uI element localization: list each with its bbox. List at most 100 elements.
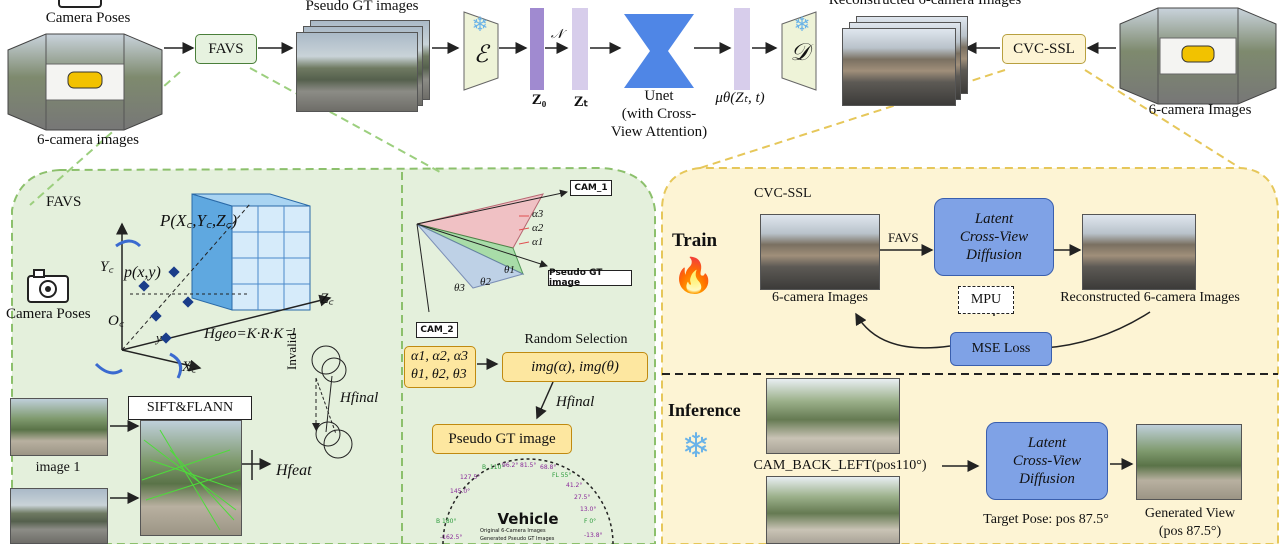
ring-label-6: 96.2° <box>502 462 519 469</box>
noise-label: 𝒩 <box>550 26 564 41</box>
point-P-label: P(X꜀,Y꜀,Z꜀) <box>160 211 238 230</box>
inference-label: Inference <box>668 400 741 420</box>
unet-line-3: View Attention) <box>610 124 708 140</box>
latent-zt-bar <box>572 8 588 90</box>
inference-input-photo <box>766 378 900 454</box>
ring-label-11: 27.5° <box>574 494 591 501</box>
y-label: y <box>156 330 162 345</box>
h-feat-label: Hfeat <box>276 462 312 479</box>
matches-photo <box>140 420 242 536</box>
image-1-photo <box>10 398 108 456</box>
train-reconstructed-label: Reconstructed 6-camera Images <box>1060 290 1240 305</box>
car-icon <box>67 71 103 89</box>
cam1-box: CAM_1 <box>570 180 612 196</box>
latent-inf-line-2: Cross-View <box>1012 453 1082 469</box>
six-camera-images-right-label: 6-camera Images <box>1148 102 1252 118</box>
zc-label: Z꜀ <box>320 291 334 307</box>
target-pose-label: Target Pose: pos 87.5° <box>983 512 1109 527</box>
latent-train-line-1: Latent <box>974 211 1014 227</box>
unet-block <box>624 14 694 88</box>
six-camera-images-left-label: 6-camera images <box>36 132 140 148</box>
theta3-label: θ3 <box>454 282 465 294</box>
favs-panel-title: FAVS <box>46 194 82 210</box>
encoder-block <box>463 11 499 91</box>
decoder-symbol: 𝒟 <box>790 40 810 66</box>
camera-icon-top <box>58 0 102 8</box>
oc-label: O꜀ <box>108 313 125 329</box>
z0-label: Z₀ <box>531 92 547 108</box>
train-recon-photo <box>1082 214 1196 290</box>
ring-label-12: 13.0° <box>580 506 597 513</box>
theta1-label: θ1 <box>504 264 515 276</box>
pseudo-gt-small-box: Pseudo GT image <box>548 268 632 288</box>
reconstructed-top-label: Reconstructed 6-camera Images <box>828 0 1022 8</box>
selection-fans <box>416 189 614 544</box>
cam2-box: CAM_2 <box>416 322 458 338</box>
ring-label-1: B, 110° <box>482 464 505 471</box>
legend-original: Original 6-Camera Images <box>480 528 546 534</box>
pseudo-gt-images-label: Pseudo GT images <box>305 0 419 14</box>
cam-back-left-label: CAM_BACK_LEFT(pos110°) <box>753 458 927 473</box>
favs-zoom-line-right <box>249 67 441 173</box>
camera-icon <box>27 269 69 303</box>
car-icon-right <box>1181 45 1215 63</box>
ring-label-9: FL 55° <box>552 472 572 479</box>
mse-loss-box: MSE Loss <box>950 332 1052 366</box>
params-box: α1, α2, α3 θ1, θ2, θ3 <box>404 346 476 388</box>
ring-label-8: 68.8° <box>540 464 557 471</box>
yc-label: Y꜀ <box>100 259 114 275</box>
ring-label-5: -162.5° <box>440 534 463 541</box>
latent-inf-line-3: Diffusion <box>1019 471 1075 487</box>
latent-diffusion-train: Latent Cross-View Diffusion <box>934 198 1054 276</box>
invalid-label: Invalid <box>284 333 299 370</box>
ring-label-2: 127.5° <box>460 474 481 481</box>
decoder-block <box>781 11 817 91</box>
feature-matches-lines <box>141 429 241 531</box>
params-line-2: θ1, θ2, θ3 <box>411 367 467 382</box>
alpha3-label: α3 <box>532 208 544 220</box>
legend-generated: Generated Pseudo GT Images <box>480 536 555 542</box>
ring-label-7: 81.5° <box>520 462 537 469</box>
snowflake-icon-inference: ❄ <box>681 428 711 465</box>
latent-train-line-3: Diffusion <box>966 247 1022 263</box>
ring-label-14: -13.8° <box>584 532 603 539</box>
latent-z0-bar <box>530 8 544 90</box>
generated-view-line-2: (pos 87.5°) <box>1158 524 1222 539</box>
encoder-symbol: ℰ <box>473 42 489 68</box>
ring-label-13: F 0° <box>584 518 597 525</box>
snowflake-icon-encoder: ❄ <box>471 14 489 36</box>
cvc-ssl-panel-title: CVC-SSL <box>754 186 812 201</box>
train-label: Train <box>672 230 718 251</box>
alpha1-label: α1 <box>532 236 544 248</box>
img-alpha-theta-box: img(α), img(θ) <box>502 352 648 382</box>
inference-input-photo-2 <box>766 476 900 544</box>
favs-box-top: FAVS <box>195 34 257 64</box>
random-selection-label: Random Selection <box>524 332 628 347</box>
alpha2-label: α2 <box>532 222 544 234</box>
sift-flann-box: SIFT&FLANN <box>128 396 252 420</box>
zt-label: Zₜ <box>573 94 589 110</box>
generated-view-line-1: Generated View <box>1144 506 1236 521</box>
fire-icon: 🔥 <box>672 256 716 296</box>
train-input-photo <box>760 214 880 290</box>
image-2-photo <box>10 488 108 544</box>
train-six-camera-label: 6-camera Images <box>772 290 868 305</box>
h-geo-label: Hgeo=K·R·K⁻¹ <box>204 326 296 342</box>
xc-label: X꜀ <box>182 359 197 375</box>
ring-label-3: 145.0° <box>450 488 471 495</box>
favs-geometry <box>94 193 353 504</box>
unet-line-2: (with Cross- <box>621 106 697 122</box>
recon-image-1 <box>842 28 956 106</box>
ring-label-4: B 180° <box>436 518 457 525</box>
ring-label-10: 41.2° <box>566 482 583 489</box>
h-final-mid-label: Hfinal <box>556 394 595 410</box>
h-final-left-label: Hfinal <box>340 390 379 406</box>
mpu-box: MPU <box>958 286 1014 314</box>
pseudo-gt-main-box: Pseudo GT image <box>432 424 572 454</box>
params-line-1: α1, α2, α3 <box>411 349 469 364</box>
image-1-label: image 1 <box>35 460 81 475</box>
train-favs-label: FAVS <box>888 230 919 245</box>
mu-bar <box>734 8 750 90</box>
latent-diffusion-inference: Latent Cross-View Diffusion <box>986 422 1108 500</box>
